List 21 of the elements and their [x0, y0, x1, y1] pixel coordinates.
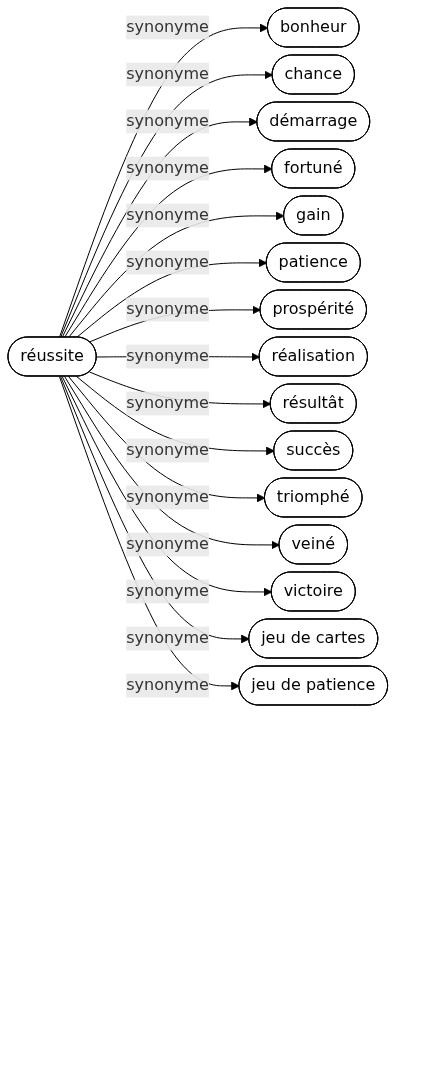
edge-label: synonyme	[126, 393, 209, 413]
arrow	[68, 211, 285, 338]
edge-label: synonyme	[126, 675, 209, 695]
arrow	[68, 376, 266, 503]
edge-label: synonyme	[126, 17, 209, 37]
edge-label: synonyme	[126, 299, 209, 319]
edge-label: synonyme	[126, 346, 209, 366]
arrow	[64, 376, 280, 550]
edge-label: synonyme	[126, 205, 209, 225]
arrow	[76, 258, 268, 338]
arrow	[64, 164, 273, 338]
edge-label: synonyme	[126, 628, 209, 648]
edge-label: synonyme	[126, 581, 209, 601]
arrow	[76, 376, 275, 456]
edge-label: synonyme	[126, 487, 209, 507]
edge-label: synonyme	[126, 64, 209, 84]
edge-label: synonyme	[126, 252, 209, 272]
edge-label: synonyme	[126, 440, 209, 460]
edge-label: synonyme	[126, 158, 209, 178]
edge-label: synonyme	[126, 534, 209, 554]
edge-label: synonyme	[126, 111, 209, 131]
